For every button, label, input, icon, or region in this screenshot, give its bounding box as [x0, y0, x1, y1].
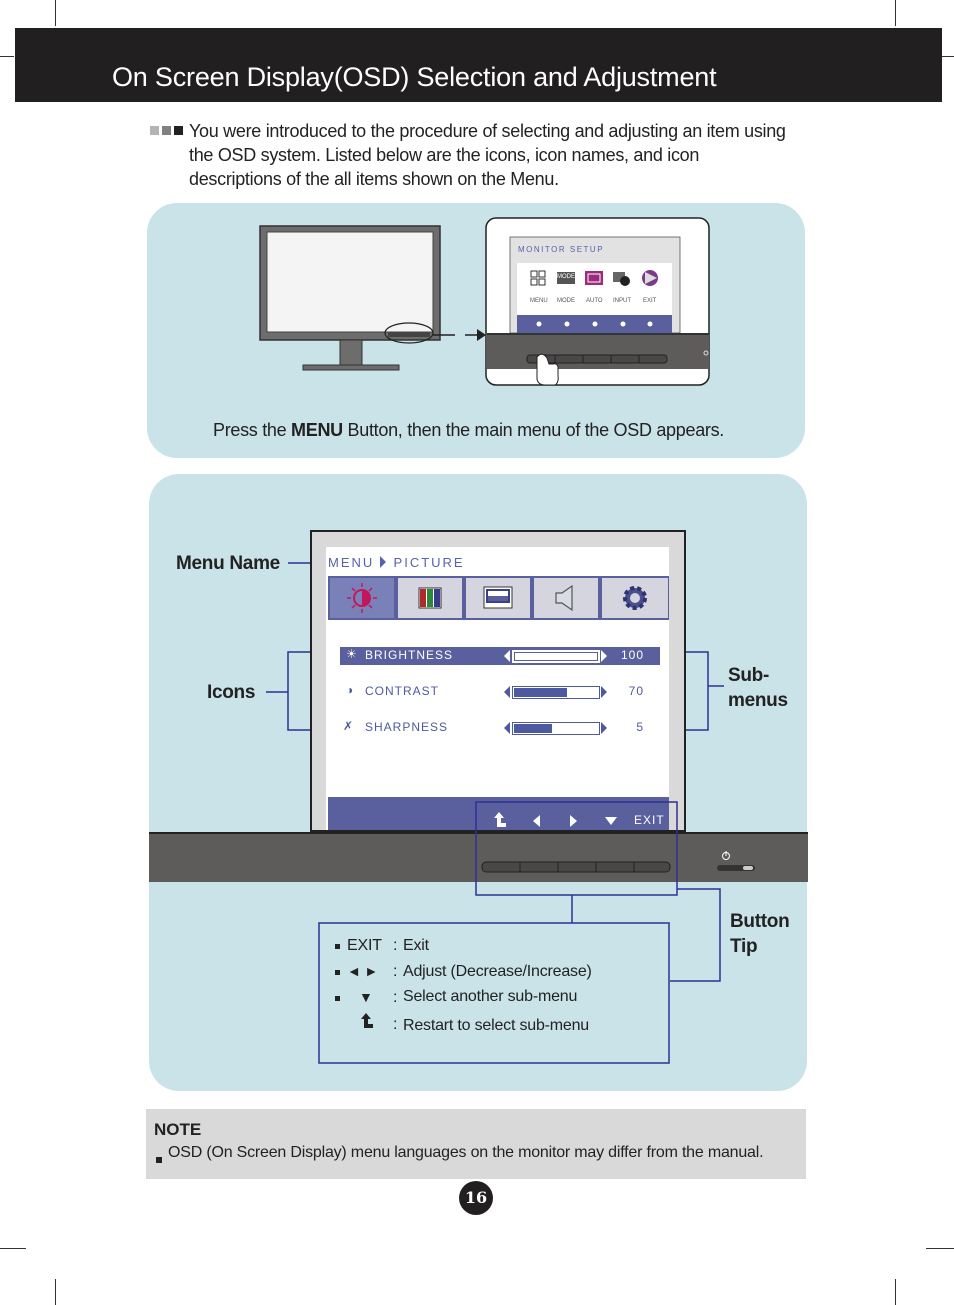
increase-icon[interactable]	[601, 686, 607, 698]
decrease-icon[interactable]	[504, 686, 510, 698]
intro-paragraph: You were introduced to the procedure of …	[189, 121, 786, 189]
note-title: NOTE	[154, 1120, 202, 1139]
label-button-tip-line2: Tip	[730, 936, 758, 957]
crop-mark	[55, 1279, 56, 1305]
return-icon	[361, 1013, 373, 1028]
crop-mark	[895, 1279, 896, 1305]
tip-sep: :	[393, 989, 398, 1006]
mode-badge: MODE	[557, 274, 575, 280]
monitor-setup-item-mode: MODE	[557, 298, 575, 304]
osd-row-label: SHARPNESS	[365, 720, 449, 734]
label-button-tip-line1: Button	[730, 911, 790, 932]
osd-row-value: 70	[628, 684, 644, 698]
front-buttons	[481, 861, 671, 873]
crop-mark	[55, 0, 56, 26]
label-sub-menus-line2: menus	[728, 690, 788, 711]
level-fill	[514, 688, 568, 697]
osd-row-sharpness[interactable]: ✗ SHARPNESS 5	[340, 719, 660, 737]
contrast-level-bar[interactable]	[512, 686, 600, 699]
sun-icon: ☀	[346, 647, 358, 661]
crop-mark	[0, 56, 14, 57]
label-sub-menus-line1: Sub-	[728, 665, 770, 686]
tab-sound[interactable]	[534, 578, 598, 618]
contrast-icon: ◑	[346, 683, 355, 697]
chevron-right-icon	[379, 556, 386, 568]
decrease-icon[interactable]	[504, 650, 510, 662]
crop-mark	[926, 1248, 954, 1249]
osd-breadcrumb-menu: MENU	[328, 555, 375, 570]
speaker-icon	[555, 584, 573, 612]
tip-key-select: ▼	[359, 989, 373, 1005]
down-arrow-icon[interactable]	[605, 817, 617, 825]
osd-icon-tabs	[328, 576, 669, 620]
tab-picture[interactable]	[330, 578, 394, 618]
page-number: 16	[459, 1181, 493, 1215]
decrease-icon[interactable]	[504, 722, 510, 734]
arrow-right-icon	[465, 329, 486, 341]
tip-bullet	[335, 996, 340, 1001]
level-fill	[514, 652, 599, 661]
header-bar	[15, 28, 942, 102]
label-icons: Icons	[207, 682, 256, 703]
osd-breadcrumb: MENU PICTURE	[328, 555, 465, 570]
monitor-illustration	[259, 225, 455, 371]
tip-desc-select: Select another sub-menu	[403, 988, 578, 1005]
tip-sep: :	[393, 963, 398, 980]
tab-setup[interactable]	[602, 578, 668, 618]
osd-row-label: BRIGHTNESS	[365, 648, 454, 662]
monitor-bezel	[149, 832, 808, 882]
osd-row-brightness[interactable]: ☀ BRIGHTNESS 100	[340, 647, 660, 665]
brightness-icon	[347, 583, 377, 613]
tip-sep: :	[393, 1016, 398, 1033]
tip-key-adjust: ◄ ►	[347, 963, 379, 979]
osd-exit-button[interactable]: EXIT	[634, 813, 665, 827]
right-arrow-icon[interactable]	[570, 815, 577, 827]
bullet-squares-icon	[150, 126, 186, 136]
tab-color[interactable]	[398, 578, 462, 618]
increase-icon[interactable]	[601, 650, 607, 662]
note-bullet	[156, 1157, 162, 1163]
note-text: OSD (On Screen Display) menu languages o…	[168, 1144, 764, 1161]
return-icon[interactable]	[490, 811, 508, 829]
tip-bullet	[335, 970, 340, 975]
level-fill	[514, 724, 552, 733]
tip-desc-restart: Restart to select sub-menu	[403, 1017, 589, 1034]
crop-mark	[895, 0, 896, 26]
label-menu-name: Menu Name	[176, 553, 280, 574]
tip-desc-adjust: Adjust (Decrease/Increase)	[403, 963, 592, 980]
tip-key-exit: EXIT	[347, 937, 382, 954]
osd-row-value: 5	[636, 720, 644, 734]
crop-mark	[0, 1248, 26, 1249]
monitor-setup-item-auto: AUTO	[586, 298, 603, 304]
page-title: On Screen Display(OSD) Selection and Adj…	[112, 62, 717, 92]
osd-row-contrast[interactable]: ◑ CONTRAST 70	[340, 683, 660, 701]
tip-desc-exit: Exit	[403, 937, 429, 954]
figure1-caption: Press the MENU Button, then the main men…	[213, 420, 724, 440]
monitor-setup-title: MONITOR SETUP	[518, 245, 605, 254]
increase-icon[interactable]	[601, 722, 607, 734]
color-bars-icon	[418, 587, 442, 609]
note-box	[146, 1109, 806, 1179]
monitor-setup-zoom-illustration	[485, 217, 710, 386]
monitor-setup-item-menu: MENU	[530, 298, 548, 304]
tip-sep: :	[393, 937, 398, 954]
tip-bullet	[335, 944, 340, 949]
gear-icon	[623, 586, 647, 610]
left-arrow-icon[interactable]	[533, 815, 540, 827]
display-icon	[483, 586, 513, 609]
brightness-level-bar[interactable]	[512, 650, 600, 663]
sharpness-icon: ✗	[343, 719, 355, 733]
monitor-setup-item-exit: EXIT	[643, 298, 657, 304]
tab-display[interactable]	[466, 578, 530, 618]
osd-row-label: CONTRAST	[365, 684, 439, 698]
osd-row-value: 100	[620, 648, 644, 662]
monitor-setup-item-input: INPUT	[613, 298, 631, 304]
crop-mark	[940, 56, 954, 57]
sharpness-level-bar[interactable]	[512, 722, 600, 735]
power-icon[interactable]	[715, 848, 759, 874]
osd-breadcrumb-sub: PICTURE	[393, 555, 465, 570]
